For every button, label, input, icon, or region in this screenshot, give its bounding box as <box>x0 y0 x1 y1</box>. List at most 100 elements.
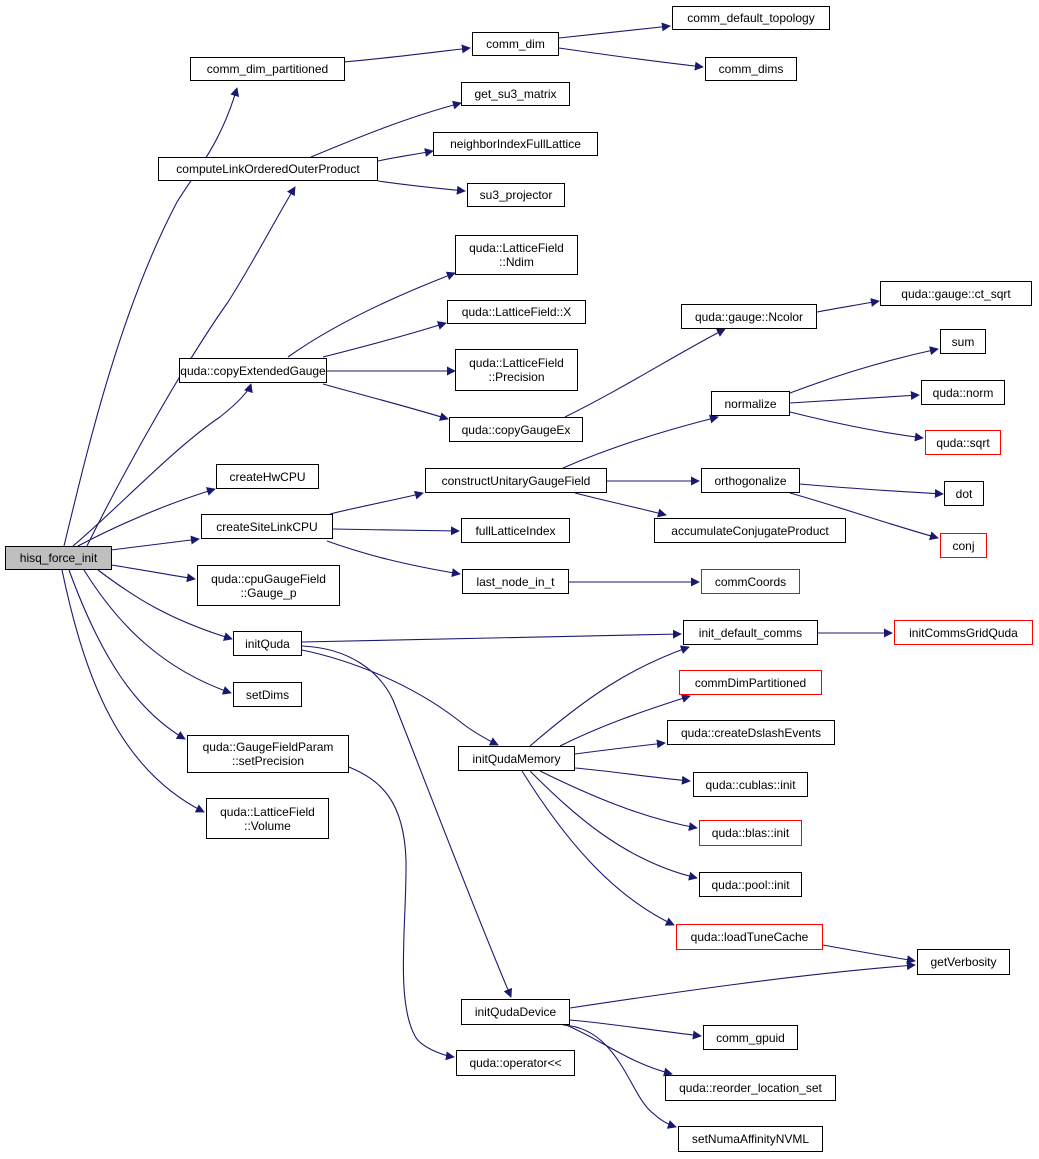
node-sum[interactable]: sum <box>940 329 986 354</box>
node-cpuGaugeField-gauge-p[interactable]: quda::cpuGaugeField::Gauge_p <box>197 565 340 606</box>
node-label-line: ::Ndim <box>499 255 534 269</box>
node-label-line: quda::copyGaugeEx <box>461 422 571 437</box>
node-copyGaugeEx[interactable]: quda::copyGaugeEx <box>449 417 583 442</box>
node-initQuda[interactable]: initQuda <box>233 631 302 656</box>
node-label-line: quda::reorder_location_set <box>679 1081 822 1095</box>
call-edge <box>822 944 916 965</box>
call-edge <box>86 186 296 547</box>
node-reorder-location-set[interactable]: quda::reorder_location_set <box>665 1075 836 1101</box>
node-label-line: ::Volume <box>244 818 291 833</box>
call-edge <box>564 328 726 418</box>
node-initQudaDevice[interactable]: initQudaDevice <box>461 999 570 1025</box>
node-copyExtendedGauge[interactable]: quda::copyExtendedGauge <box>179 358 327 383</box>
call-edge <box>97 569 233 641</box>
node-latticefield-x[interactable]: quda::LatticeField::X <box>447 300 586 324</box>
node-accumulateConjugateProduct[interactable]: accumulateConjugateProduct <box>654 518 846 543</box>
node-label-line: quda::LatticeField <box>469 356 564 370</box>
node-constructUnitaryGaugeField[interactable]: constructUnitaryGaugeField <box>425 468 607 493</box>
node-label-line: quda::createDslashEvents <box>680 725 822 740</box>
node-label-line: initQuda <box>245 636 290 651</box>
node-fullLatticeIndex[interactable]: fullLatticeIndex <box>461 518 570 543</box>
node-comm-default-topology[interactable]: comm_default_topology <box>672 6 830 30</box>
node-comm-dims[interactable]: comm_dims <box>705 57 797 81</box>
node-loadTuneCache[interactable]: quda::loadTuneCache <box>676 924 823 950</box>
call-edge <box>789 391 920 404</box>
call-edge <box>521 770 675 926</box>
node-gauge-ct-sqrt[interactable]: quda::gauge::ct_sqrt <box>880 281 1032 306</box>
node-blas-init[interactable]: quda::blas::init <box>699 820 802 846</box>
node-comm-dim-partitioned[interactable]: comm_dim_partitioned <box>190 57 345 81</box>
node-label-line: ::Gauge_p <box>240 585 297 600</box>
node-label-line: normalize <box>724 396 777 411</box>
node-setNumaAffinityNVML[interactable]: setNumaAffinityNVML <box>678 1126 823 1152</box>
node-label-line: accumulateConjugateProduct <box>671 523 829 538</box>
node-createHwCPU[interactable]: createHwCPU <box>216 464 319 489</box>
node-label-line: quda::LatticeField <box>469 241 564 255</box>
node-initQudaMemory[interactable]: initQudaMemory <box>458 746 575 771</box>
call-edge <box>310 100 462 158</box>
node-latticefield-volume[interactable]: quda::LatticeField::Volume <box>206 798 329 839</box>
node-label-line: quda::blas::init <box>711 826 790 840</box>
node-cublas-init[interactable]: quda::cublas::init <box>693 772 808 797</box>
node-label-line: setNumaAffinityNVML <box>691 1132 810 1146</box>
node-label-line: quda::gauge::Ncolor <box>694 309 804 324</box>
node-createDslashEvents[interactable]: quda::createDslashEvents <box>667 720 835 745</box>
call-edge <box>569 1019 702 1040</box>
call-edge <box>789 492 939 541</box>
node-label-line: init_default_comms <box>698 625 803 640</box>
node-normalize[interactable]: normalize <box>711 391 790 416</box>
node-pool-init[interactable]: quda::pool::init <box>699 872 802 897</box>
call-edge <box>301 645 512 998</box>
call-edge <box>348 766 455 1061</box>
node-getVerbosity[interactable]: getVerbosity <box>917 949 1010 975</box>
node-conj[interactable]: conj <box>940 533 987 558</box>
node-quda-sqrt[interactable]: quda::sqrt <box>925 430 1001 455</box>
call-edge <box>816 298 880 313</box>
call-edge <box>558 47 704 71</box>
node-createSiteLinkCPU[interactable]: createSiteLinkCPU <box>201 514 333 539</box>
node-label-line: quda::gauge::ct_sqrt <box>901 286 1011 301</box>
node-label-line: quda::LatticeField <box>220 804 315 819</box>
node-hisq-force-init: hisq_force_init <box>5 546 112 570</box>
node-label-line: getVerbosity <box>930 955 997 969</box>
node-computeLinkOrderedOuterProduct[interactable]: computeLinkOrderedOuterProduct <box>158 157 378 181</box>
node-label-line: initQudaDevice <box>474 1005 557 1019</box>
node-neighborIndexFullLattice[interactable]: neighborIndexFullLattice <box>433 132 598 156</box>
node-comm-gpuid[interactable]: comm_gpuid <box>703 1025 798 1050</box>
node-label-line: commCoords <box>714 574 787 589</box>
node-gauge-ncolor[interactable]: quda::gauge::Ncolor <box>681 304 817 329</box>
node-label-line: dot <box>955 486 973 501</box>
node-label-line: commDimPartitioned <box>694 675 807 690</box>
node-setPrecision[interactable]: quda::GaugeFieldParam::setPrecision <box>187 735 349 773</box>
node-quda-operator-lshift[interactable]: quda::operator<< <box>456 1050 575 1076</box>
node-label-line: ::setPrecision <box>231 754 305 768</box>
node-su3-projector[interactable]: su3_projector <box>467 183 565 207</box>
call-edge <box>559 694 691 747</box>
node-label-line: hisq_force_init <box>19 551 98 565</box>
node-initCommsGridQuda[interactable]: initCommsGridQuda <box>894 620 1033 645</box>
node-label-line: comm_default_topology <box>687 11 815 25</box>
node-label-line: createHwCPU <box>229 469 306 484</box>
node-init-default-comms[interactable]: init_default_comms <box>683 620 818 645</box>
node-commDimPartitioned[interactable]: commDimPartitioned <box>679 670 822 695</box>
call-edge <box>301 649 499 746</box>
node-latticefield-ndim[interactable]: quda::LatticeField::Ndim <box>455 235 578 275</box>
node-dot[interactable]: dot <box>944 481 984 506</box>
call-edge <box>332 526 460 536</box>
node-setDims[interactable]: setDims <box>233 682 302 707</box>
node-comm-dim[interactable]: comm_dim <box>472 32 559 56</box>
call-edge <box>72 383 253 547</box>
call-edge <box>574 492 667 518</box>
call-edge <box>322 383 449 421</box>
node-label-line: fullLatticeIndex <box>475 523 556 538</box>
call-edge <box>301 629 682 643</box>
node-orthogonalize[interactable]: orthogonalize <box>701 468 800 493</box>
node-get-su3-matrix[interactable]: get_su3_matrix <box>461 82 570 106</box>
node-last-node-in-t[interactable]: last_node_in_t <box>462 569 569 594</box>
call-edge <box>329 490 424 515</box>
node-label-line: createSiteLinkCPU <box>216 519 318 534</box>
node-quda-norm[interactable]: quda::norm <box>921 380 1005 405</box>
node-latticefield-precision[interactable]: quda::LatticeField::Precision <box>455 349 578 391</box>
node-commCoords[interactable]: commCoords <box>701 569 800 594</box>
node-label-line: quda::cpuGaugeField <box>211 571 326 586</box>
